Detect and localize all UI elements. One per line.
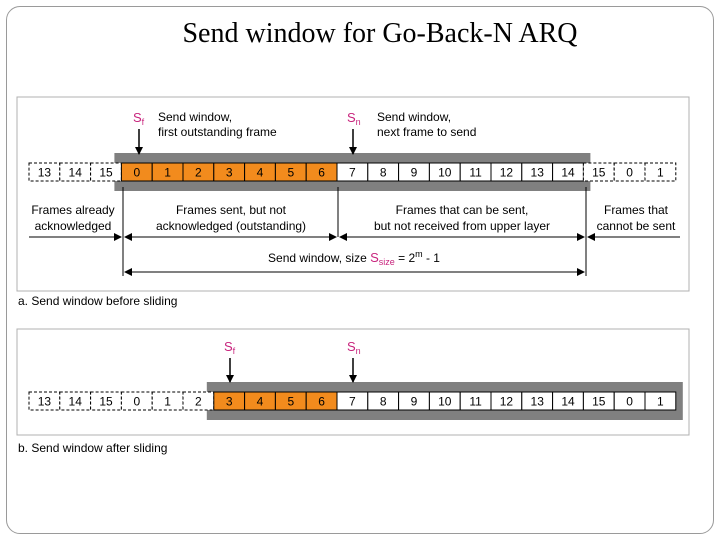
diagram-a-frame-label-18: 15 <box>592 166 606 180</box>
diagram-a-frame-label-3: 0 <box>133 166 140 180</box>
diagram-a-frame-label-10: 7 <box>349 166 356 180</box>
diagram-a-frame-cell-17 <box>552 162 584 182</box>
diagram-b-frame-label-2: 15 <box>99 395 113 409</box>
diagram-a-frame-label-7: 4 <box>257 166 264 180</box>
sf-pointer-label-b: Sf <box>224 339 236 356</box>
diagram-b-frame-label-19: 0 <box>626 395 633 409</box>
sn-description-line1-a: Send window, <box>377 110 451 124</box>
sf-description-line2-a: first outstanding frame <box>158 125 277 139</box>
diagram-a-frame-cell-1 <box>59 162 92 182</box>
diagram-a-frame-cell-2 <box>90 162 122 182</box>
diagram-a-frame-label-13: 10 <box>438 166 452 180</box>
diagram-b-frame-label-10: 7 <box>349 395 356 409</box>
diagram-a-frame-label-4: 1 <box>164 166 171 180</box>
diagram-a-frame-label-8: 5 <box>287 166 294 180</box>
region-cannot-line2: cannot be sent <box>597 219 676 233</box>
diagram-a-frame-label-17: 14 <box>561 166 575 180</box>
diagram-b-frame-cell-20 <box>644 391 677 411</box>
diagram-a-frame-label-20: 1 <box>657 166 664 180</box>
diagram-a-frame-label-15: 12 <box>500 166 514 180</box>
diagram-a-frame-label-0: 13 <box>38 166 52 180</box>
diagram-a-frame-label-5: 2 <box>195 166 202 180</box>
diagram-b-frame-cell-1 <box>59 391 92 411</box>
diagram-b-frame-label-8: 5 <box>287 395 294 409</box>
diagram-b-frame-label-7: 4 <box>257 395 264 409</box>
slide-title: Send window for Go-Back-N ARQ <box>182 18 578 49</box>
diagram-b-frame-label-13: 10 <box>438 395 452 409</box>
diagram-a-frame-label-9: 6 <box>318 166 325 180</box>
diagram-a-frame-label-19: 0 <box>626 166 633 180</box>
diagram-b-frame-label-6: 3 <box>226 395 233 409</box>
diagram-a-frame-label-6: 3 <box>226 166 233 180</box>
sf-description-line1-a: Send window, <box>158 110 232 124</box>
diagram-a-frame-label-11: 8 <box>380 166 387 180</box>
diagram-a-frame-label-16: 13 <box>531 166 545 180</box>
diagram-b-frame-label-16: 13 <box>531 395 545 409</box>
sn-description-line2-a: next frame to send <box>377 125 476 139</box>
diagram-a-frame-label-2: 15 <box>99 166 113 180</box>
diagram-b-frame-label-9: 6 <box>318 395 325 409</box>
diagram-b-frame-label-1: 14 <box>69 395 83 409</box>
diagram-a-frame-cell-0 <box>28 162 61 182</box>
diagram-b-frame-label-18: 15 <box>592 395 606 409</box>
diagram-a-frame-label-12: 9 <box>411 166 418 180</box>
diagram-a-frame-label-14: 11 <box>469 166 482 180</box>
diagram-a-frame-cell-19 <box>613 162 646 182</box>
diagram-b-frame-cell-0 <box>28 391 61 411</box>
diagram-b-frame-label-17: 14 <box>561 395 575 409</box>
diagram-b-frame-label-20: 1 <box>657 395 664 409</box>
diagram-b-frame-label-4: 1 <box>164 395 171 409</box>
diagram-b-frame-label-15: 12 <box>500 395 514 409</box>
sn-pointer-label-a: Sn <box>347 110 361 127</box>
caption-a: a. Send window before sliding <box>18 294 177 308</box>
diagram-b-frame-label-5: 2 <box>195 395 202 409</box>
sn-pointer-label-b: Sn <box>347 339 361 356</box>
diagram-b-frame-cell-5 <box>182 391 215 411</box>
diagram-b-frame-label-3: 0 <box>133 395 140 409</box>
window-size-label: Send window, size Ssize = 2m - 1 <box>268 249 440 267</box>
region-cannot-line1: Frames that <box>604 203 669 217</box>
diagram-a-frame-label-1: 14 <box>69 166 83 180</box>
diagram-b-frame-label-0: 13 <box>38 395 52 409</box>
diagram-a-frame-cell-18 <box>582 162 615 182</box>
diagram-b-frame-label-14: 11 <box>469 395 482 409</box>
region-cansend-line1: Frames that can be sent, <box>396 203 529 217</box>
diagram-b-frame-label-12: 9 <box>411 395 418 409</box>
diagram-b-frame-label-11: 8 <box>380 395 387 409</box>
region-acked-line1: Frames already <box>31 203 114 217</box>
region-outstanding-line2: acknowledged (outstanding) <box>156 219 306 233</box>
diagram-a-frame-cell-20 <box>644 162 677 182</box>
region-acked-line2: acknowledged <box>35 219 112 233</box>
region-cansend-line2: but not received from upper layer <box>374 219 550 233</box>
diagram-b-frame-cell-2 <box>90 391 122 411</box>
sf-pointer-label-a: Sf <box>133 110 145 127</box>
region-outstanding-line1: Frames sent, but not <box>176 203 287 217</box>
diagram-b-frame-cell-3 <box>120 391 153 411</box>
diagram-b-frame-cell-4 <box>151 391 184 411</box>
caption-b: b. Send window after sliding <box>18 441 167 455</box>
